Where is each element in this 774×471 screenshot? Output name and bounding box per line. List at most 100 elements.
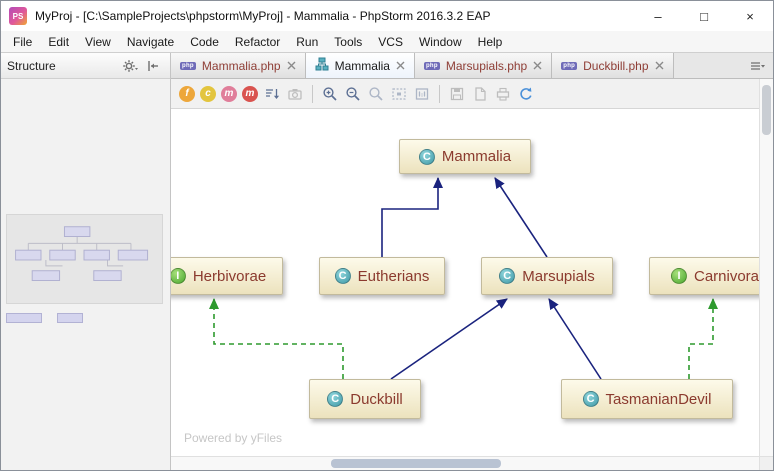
window-title: MyProj - [C:\SampleProjects\phpstorm\MyP… — [35, 9, 491, 23]
phpstorm-logo-icon: PS — [9, 7, 27, 25]
node-duckbill[interactable]: C Duckbill — [309, 379, 421, 419]
minimize-button[interactable]: – — [654, 8, 662, 24]
edge-eutherians-extends-mammalia — [381, 177, 443, 257]
tab-label: Marsupials.php — [445, 58, 528, 73]
edge-tasmaniandevil-extends-marsupials — [548, 298, 602, 380]
yfiles-watermark: Powered by yFiles — [184, 431, 283, 445]
actual-size-icon[interactable] — [413, 85, 431, 103]
node-carnivora[interactable]: I Carnivora — [649, 257, 759, 295]
diagram-overview-minimap[interactable] — [6, 214, 163, 304]
close-button[interactable]: × — [746, 8, 754, 24]
structure-panel-title: Structure — [7, 58, 56, 73]
menu-code[interactable]: Code — [190, 34, 219, 49]
tab-close-icon[interactable] — [396, 61, 405, 70]
class-icon: C — [499, 268, 516, 284]
menu-vcs[interactable]: VCS — [378, 34, 403, 49]
maximize-button[interactable]: □ — [700, 8, 708, 24]
menu-navigate[interactable]: Navigate — [126, 34, 175, 49]
tab-mammalia-php[interactable]: php Mammalia.php — [171, 53, 306, 78]
minimap-node-chip — [57, 313, 83, 323]
node-mammalia[interactable]: C Mammalia — [399, 139, 531, 174]
title-bar: PS MyProj - [C:\SampleProjects\phpstorm\… — [1, 1, 773, 31]
camera-icon[interactable] — [286, 85, 304, 103]
fit-content-icon[interactable] — [390, 85, 408, 103]
edge-duckbill-extends-marsupials — [390, 298, 508, 380]
node-label: Herbivorae — [192, 267, 267, 285]
menu-file[interactable]: File — [13, 34, 33, 49]
tab-close-icon[interactable] — [533, 61, 542, 70]
uml-diagram-icon — [315, 57, 329, 74]
class-icon: C — [418, 148, 435, 165]
fields-visibility-toggle[interactable]: f — [179, 85, 195, 102]
menu-view[interactable]: View — [85, 34, 111, 49]
php-file-icon: php — [180, 61, 196, 70]
refresh-icon[interactable] — [517, 85, 535, 103]
tab-close-icon[interactable] — [287, 61, 296, 70]
horizontal-scrollbar[interactable] — [171, 456, 759, 470]
tab-label: Mammalia.php — [201, 58, 281, 73]
node-label: Eutherians — [357, 267, 430, 285]
tab-duckbill-php[interactable]: php Duckbill.php — [552, 53, 674, 78]
static-methods-visibility-toggle[interactable]: m — [242, 85, 258, 102]
node-label: TasmanianDevil — [605, 390, 712, 408]
bottom-scroll-row — [171, 456, 773, 470]
class-icon: C — [582, 391, 599, 407]
class-icon: C — [334, 268, 351, 284]
export-image-icon[interactable] — [471, 85, 489, 103]
main-area: Structure — [1, 53, 773, 470]
php-file-icon: php — [561, 61, 578, 70]
node-label: Duckbill — [350, 390, 403, 408]
editor-middle: f c m m — [171, 79, 773, 456]
methods-visibility-toggle[interactable]: m — [221, 85, 237, 102]
tab-label: Mammalia — [334, 58, 390, 73]
tab-label: Duckbill.php — [583, 58, 649, 73]
zoom-in-icon[interactable] — [321, 85, 339, 103]
tab-marsupials-php[interactable]: php Marsupials.php — [414, 53, 553, 78]
toolbar-separator — [312, 84, 313, 103]
node-label: Carnivora — [693, 267, 759, 285]
node-eutherians[interactable]: C Eutherians — [319, 257, 445, 295]
node-tasmaniandevil[interactable]: C TasmanianDevil — [561, 379, 733, 419]
minimap-node-chip — [6, 313, 42, 323]
edge-duckbill-implements-herbivorae — [209, 298, 344, 379]
diagram-canvas[interactable]: C Mammalia I Herbivorae C Eutherians C — [171, 109, 759, 456]
zoom-out-icon[interactable] — [344, 85, 362, 103]
gear-icon[interactable] — [118, 58, 142, 74]
window-controls: – □ × — [635, 1, 773, 31]
node-herbivorae[interactable]: I Herbivorae — [171, 257, 283, 295]
diagram-toolbar: f c m m — [171, 79, 759, 109]
structure-panel-header: Structure — [1, 53, 170, 79]
sort-alphabetically-icon[interactable] — [263, 85, 281, 103]
structure-panel-body — [1, 79, 170, 470]
tab-close-icon[interactable] — [655, 61, 664, 70]
reset-zoom-icon[interactable] — [367, 85, 385, 103]
vertical-scrollbar-thumb[interactable] — [762, 85, 771, 135]
node-marsupials[interactable]: C Marsupials — [481, 257, 613, 295]
tab-list-dropdown-icon[interactable] — [741, 53, 773, 78]
editor-tab-bar: php Mammalia.php Ma — [171, 53, 773, 79]
menu-run[interactable]: Run — [296, 34, 319, 49]
diagram-workspace: f c m m — [171, 79, 759, 456]
menu-refactor[interactable]: Refactor — [234, 34, 281, 49]
node-label: Marsupials — [522, 267, 595, 285]
constants-visibility-toggle[interactable]: c — [200, 85, 216, 102]
diagram-edges — [209, 177, 718, 380]
vertical-scrollbar[interactable] — [759, 79, 773, 456]
interface-icon: I — [670, 268, 687, 284]
edge-marsupials-extends-mammalia — [494, 177, 548, 258]
menu-tools[interactable]: Tools — [334, 34, 363, 49]
class-icon: C — [327, 391, 344, 407]
print-icon[interactable] — [494, 85, 512, 103]
structure-tool-window: Structure — [1, 53, 171, 470]
save-diagram-icon[interactable] — [448, 85, 466, 103]
menu-edit[interactable]: Edit — [48, 34, 70, 49]
hide-panel-icon[interactable] — [142, 59, 164, 73]
tab-mammalia-diagram[interactable]: Mammalia — [305, 53, 415, 78]
editor-area: php Mammalia.php Ma — [171, 53, 773, 470]
menu-help[interactable]: Help — [477, 34, 503, 49]
scrollbar-corner — [759, 456, 773, 470]
horizontal-scrollbar-thumb[interactable] — [331, 459, 501, 468]
menu-bar: File Edit View Navigate Code Refactor Ru… — [1, 31, 773, 53]
menu-window[interactable]: Window — [418, 34, 462, 49]
